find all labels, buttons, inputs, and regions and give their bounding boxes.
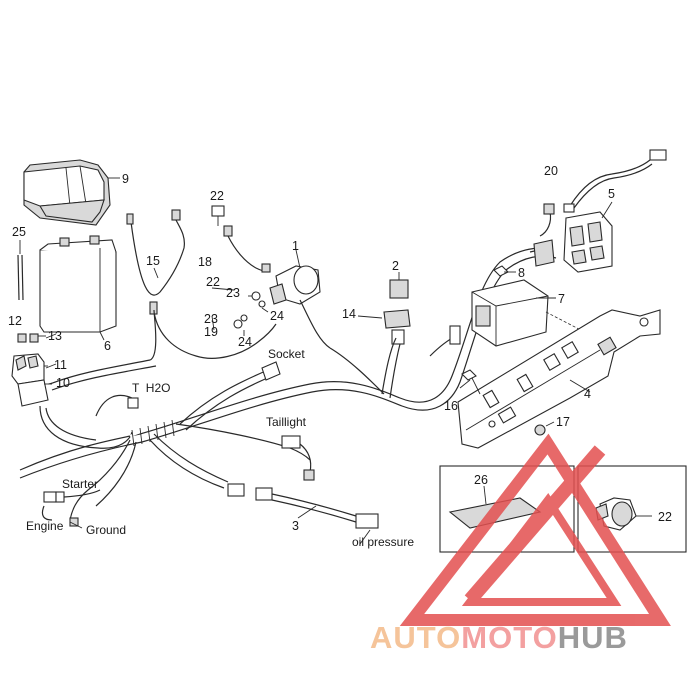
harness-connectors [41,325,461,529]
sensor-cable-part [563,149,667,213]
starter-cable-part [149,301,277,359]
callout-22-mid: 22 [206,275,220,289]
callout-6: 6 [104,339,111,353]
callout-23-lower: 23 [204,312,218,326]
callout-13: 13 [48,329,62,343]
callout-numbers: 1 2 3 4 5 6 7 8 9 10 11 12 13 14 15 16 1… [8,164,672,533]
battery-part [39,235,117,341]
watermark-moto: MOTO [461,620,557,655]
bolt-part [211,205,225,226]
callout-12: 12 [8,314,22,328]
callout-1: 1 [292,239,299,253]
relay-box-part [533,201,613,273]
callout-9: 9 [122,172,129,186]
callout-16: 16 [444,399,458,413]
screw-16-part [459,369,481,395]
screw-part [493,265,516,277]
callout-7: 7 [558,292,565,306]
hardware-part [233,291,266,329]
watermark-auto: AUTO [370,620,461,655]
watermark-text: AUTOMOTOHUB [370,620,628,655]
callout-10: 10 [56,376,70,390]
main-wiring-harness [19,203,557,521]
callout-2: 2 [392,259,399,273]
callout-22-inset: 22 [658,510,672,524]
inset-panel-22 [577,465,687,553]
label-taillight: Taillight [266,415,307,429]
callout-3: 3 [292,519,299,533]
mounting-plate-part [457,309,661,449]
label-t-h2o: T H2O [132,381,170,395]
leader-lines [45,249,371,545]
fuses-part [17,333,46,343]
callout-17: 17 [556,415,570,429]
label-engine: Engine [26,519,64,533]
callout-11: 11 [54,358,67,372]
callout-26: 26 [474,473,488,487]
battery-cable-part [126,209,185,296]
watermark-logo [399,433,671,626]
svg-text:AUTOMOTOHUB: AUTOMOTOHUB [370,620,628,655]
callout-14: 14 [342,307,356,321]
callout-20: 20 [544,164,558,178]
watermark-hub: HUB [558,620,628,655]
callout-24-upper: 24 [270,309,284,323]
fuse-box-part [11,353,52,407]
callout-23-upper: 23 [226,286,240,300]
label-oil-pressure: oil pressure [352,535,414,549]
callout-15: 15 [146,254,160,268]
callout-8: 8 [518,266,525,280]
ground-cable-part [223,225,271,273]
callout-5: 5 [608,187,615,201]
label-starter: Starter [62,477,98,491]
connector-part [357,309,411,345]
starter-relay-part [269,265,331,349]
relay-part [389,272,409,299]
battery-cover-part [23,159,120,226]
callout-25: 25 [12,225,26,239]
callout-24-lower: 24 [238,335,252,349]
callout-18: 18 [198,255,212,269]
vent-tube-part [17,240,24,301]
label-ground: Ground [86,523,126,537]
callout-4: 4 [584,387,591,401]
callout-22-top: 22 [210,189,224,203]
callout-19: 19 [204,325,218,339]
nut-part [534,421,555,436]
label-socket: Socket [268,347,305,361]
connector-labels: Socket T H2O Taillight Starter Engine Gr… [26,347,414,549]
